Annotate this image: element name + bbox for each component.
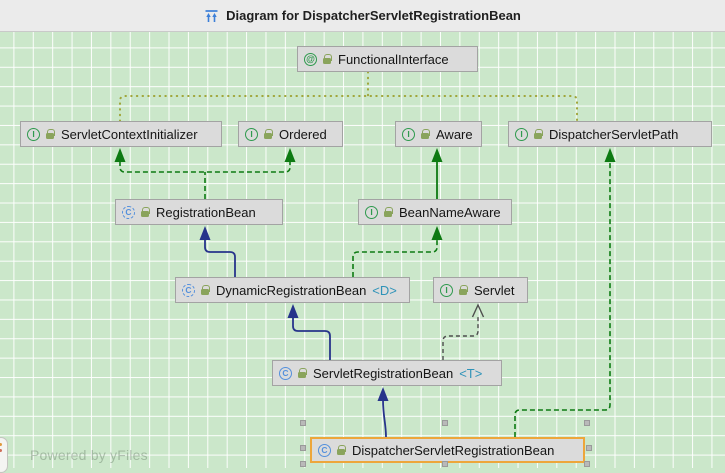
selection-handle[interactable] bbox=[584, 461, 590, 467]
node-servletcontextinitializer[interactable]: I ServletContextInitializer bbox=[20, 121, 222, 147]
node-label: ServletContextInitializer bbox=[61, 126, 198, 142]
interface-icon: I bbox=[27, 127, 40, 141]
lock-icon bbox=[201, 284, 210, 296]
uml-diagram-icon bbox=[205, 9, 218, 22]
mini-dot-icon bbox=[0, 449, 2, 452]
node-ordered[interactable]: I Ordered bbox=[238, 121, 343, 147]
node-dynamicregistrationbean[interactable]: C DynamicRegistrationBean <D> bbox=[175, 277, 410, 303]
node-dispatcherservletregistrationbean[interactable]: C DispatcherServletRegistrationBean bbox=[310, 437, 585, 463]
interface-icon: I bbox=[440, 283, 453, 297]
lock-icon bbox=[46, 128, 55, 140]
abstract-class-icon: C bbox=[182, 283, 195, 297]
node-label: BeanNameAware bbox=[399, 204, 501, 220]
node-label: Servlet bbox=[474, 282, 515, 298]
yfiles-watermark: Powered by yFiles bbox=[30, 447, 148, 463]
lock-icon bbox=[421, 128, 430, 140]
node-servletregistrationbean[interactable]: C ServletRegistrationBean <T> bbox=[272, 360, 502, 386]
selection-handle[interactable] bbox=[584, 420, 590, 426]
selection-handle[interactable] bbox=[300, 420, 306, 426]
node-registrationbean[interactable]: C RegistrationBean bbox=[115, 199, 283, 225]
node-label: DispatcherServletPath bbox=[549, 126, 679, 142]
abstract-class-icon: C bbox=[122, 205, 135, 219]
selection-handle[interactable] bbox=[300, 445, 306, 451]
node-label: FunctionalInterface bbox=[338, 51, 449, 67]
diagram-title-bar: Diagram for DispatcherServletRegistratio… bbox=[0, 0, 725, 32]
lock-icon bbox=[534, 128, 543, 140]
node-label: RegistrationBean bbox=[156, 204, 256, 220]
page-title: Diagram for DispatcherServletRegistratio… bbox=[226, 8, 521, 23]
class-icon: C bbox=[279, 366, 292, 380]
node-label: Aware bbox=[436, 126, 473, 142]
lock-icon bbox=[298, 367, 307, 379]
node-label: DynamicRegistrationBean bbox=[216, 282, 367, 298]
interface-icon: I bbox=[365, 205, 378, 219]
selection-handle[interactable] bbox=[586, 445, 592, 451]
node-functionalinterface[interactable]: @ FunctionalInterface bbox=[297, 46, 478, 72]
lock-icon bbox=[459, 284, 468, 296]
node-servlet[interactable]: I Servlet bbox=[433, 277, 528, 303]
node-label: Ordered bbox=[279, 126, 327, 142]
lock-icon bbox=[141, 206, 150, 218]
selection-handle[interactable] bbox=[300, 461, 306, 467]
class-icon: C bbox=[318, 443, 331, 457]
type-parameter: <D> bbox=[372, 282, 397, 298]
node-aware[interactable]: I Aware bbox=[395, 121, 482, 147]
lock-icon bbox=[337, 444, 346, 456]
lock-icon bbox=[323, 53, 332, 65]
lock-icon bbox=[384, 206, 393, 218]
lock-icon bbox=[264, 128, 273, 140]
type-parameter: <T> bbox=[459, 365, 483, 381]
node-beannameaware[interactable]: I BeanNameAware bbox=[358, 199, 512, 225]
selection-handle[interactable] bbox=[442, 420, 448, 426]
annotation-icon: @ bbox=[304, 52, 317, 66]
node-dispatcherservletpath[interactable]: I DispatcherServletPath bbox=[508, 121, 712, 147]
interface-icon: I bbox=[245, 127, 258, 141]
interface-icon: I bbox=[515, 127, 528, 141]
selection-handle[interactable] bbox=[442, 461, 448, 467]
diagram-canvas[interactable] bbox=[0, 32, 725, 468]
node-label: ServletRegistrationBean bbox=[313, 365, 454, 381]
node-label: DispatcherServletRegistrationBean bbox=[352, 442, 555, 458]
mini-dot-icon bbox=[0, 443, 2, 446]
interface-icon: I bbox=[402, 127, 415, 141]
